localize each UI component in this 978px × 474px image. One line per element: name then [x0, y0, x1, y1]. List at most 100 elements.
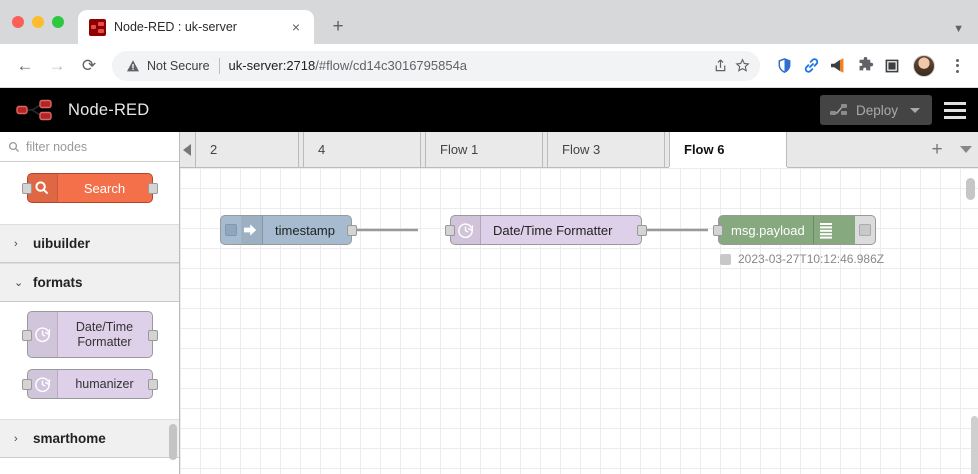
share-icon[interactable]: [710, 56, 730, 76]
square-icon[interactable]: [882, 56, 902, 76]
address-bar[interactable]: Not Secure uk-server:2718/#flow/cd14c301…: [112, 50, 760, 81]
palette-category-uibuilder[interactable]: › uibuilder: [0, 224, 179, 263]
deploy-caret-icon[interactable]: [910, 107, 920, 113]
chevron-down-icon[interactable]: ▼: [953, 23, 964, 35]
chevron-right-icon: ›: [14, 237, 18, 250]
browser-tab-title: Node-RED : uk-server: [114, 20, 237, 34]
tabbar-actions: +: [928, 132, 978, 167]
palette-node-humanizer[interactable]: humanizer: [21, 369, 158, 399]
flow-tab-flow-6[interactable]: Flow 6: [669, 132, 787, 167]
chevron-right-icon: ›: [14, 432, 18, 445]
palette-node-date-time-formatter[interactable]: Date/Time Formatter: [21, 311, 158, 358]
status-dot-icon: [720, 253, 731, 265]
tabs-scroll-left-button[interactable]: [180, 132, 195, 167]
palette-category-label: formats: [33, 275, 83, 290]
maximize-window-button[interactable]: [52, 16, 64, 28]
flow-list-caret-icon[interactable]: [960, 146, 972, 153]
flow-node-label: timestamp: [275, 222, 335, 238]
palette-node-label: humanizer: [75, 376, 134, 391]
magnifier-icon: [27, 174, 58, 202]
node-input-port[interactable]: [713, 225, 723, 236]
flow-wires: [352, 228, 708, 232]
clock-icon: [27, 312, 58, 357]
workspace: 2 4 Flow 1 Flow 3 Flow 6 +: [180, 132, 978, 474]
not-secure-warning-icon: [126, 59, 140, 73]
flow-node-date-time-formatter[interactable]: Date/Time Formatter: [445, 215, 647, 245]
flow-tabbar: 2 4 Flow 1 Flow 3 Flow 6 +: [180, 132, 978, 168]
arrow-right-icon: [237, 216, 264, 244]
puzzle-icon[interactable]: [855, 56, 875, 76]
star-icon[interactable]: [732, 56, 752, 76]
back-button[interactable]: ←: [16, 55, 34, 75]
palette-scrollbar-thumb[interactable]: [169, 424, 177, 460]
flow-tab-flow-1[interactable]: Flow 1: [425, 132, 543, 167]
flow-node-label: msg.payload: [731, 222, 805, 238]
main-menu-button[interactable]: [932, 88, 978, 132]
node-input-port[interactable]: [445, 225, 455, 236]
canvas-vertical-scrollbar[interactable]: [966, 178, 975, 200]
node-output-port: [147, 183, 158, 194]
flow-node-status: 2023-03-27T10:12:46.986Z: [720, 252, 884, 266]
debug-toggle-button[interactable]: [855, 215, 876, 245]
palette-category-label: smarthome: [33, 431, 106, 446]
palette-node-search[interactable]: Search: [21, 173, 158, 203]
chrome-menu-icon[interactable]: [946, 55, 968, 77]
node-output-port: [147, 329, 158, 341]
palette-category-label: uibuilder: [33, 236, 90, 251]
palette-filter-placeholder: filter nodes: [26, 139, 88, 154]
canvas-vertical-scrollbar-secondary[interactable]: [971, 416, 978, 474]
add-flow-button[interactable]: +: [931, 138, 943, 160]
chevron-down-icon: ⌄: [14, 277, 24, 289]
palette-category-smarthome[interactable]: › smarthome: [0, 419, 179, 458]
flow-tab-4[interactable]: 4: [303, 132, 421, 167]
node-output-port[interactable]: [637, 225, 647, 236]
flow-node-label: Date/Time Formatter: [493, 222, 613, 238]
flow-tab-flow-3[interactable]: Flow 3: [547, 132, 665, 167]
node-output-port[interactable]: [347, 225, 357, 236]
browser-tabstrip: Node-RED : uk-server × + ▼: [0, 0, 978, 44]
node-red-logo[interactable]: Node-RED: [16, 99, 149, 121]
link-icon[interactable]: [801, 56, 821, 76]
url-path: /#flow/cd14c3016795854a: [315, 58, 468, 73]
palette-scroll-area: Search › uibuilder ⌄ formats: [0, 162, 179, 474]
deploy-button[interactable]: Deploy: [819, 95, 932, 125]
palette-category-formats[interactable]: ⌄ formats: [0, 263, 179, 302]
node-input-port: [21, 183, 32, 194]
palette-sidebar: filter nodes Search ›: [0, 132, 180, 474]
avatar[interactable]: [913, 54, 935, 77]
omnibox-divider: [218, 57, 220, 74]
close-window-button[interactable]: [12, 16, 24, 28]
megaphone-icon[interactable]: [828, 56, 848, 76]
minimize-window-button[interactable]: [32, 16, 44, 28]
flow-node-inject-timestamp[interactable]: timestamp: [220, 215, 357, 245]
debug-bars-icon: [812, 216, 839, 244]
reload-button[interactable]: ⟳: [81, 55, 97, 75]
node-red-main: filter nodes Search ›: [0, 132, 978, 474]
inject-trigger-button[interactable]: [220, 215, 241, 245]
security-status-label: Not Secure: [147, 58, 210, 73]
palette-search-section: Search: [0, 162, 179, 224]
flow-canvas[interactable]: timestamp Date/Time Formatter msg.payloa…: [180, 168, 978, 474]
flow-tab-2[interactable]: 2: [195, 132, 299, 167]
close-icon[interactable]: ×: [291, 19, 301, 35]
search-icon: [8, 141, 20, 153]
deploy-icon: [829, 103, 848, 117]
flow-node-status-label: 2023-03-27T10:12:46.986Z: [738, 252, 885, 266]
extension-icons: [768, 54, 968, 77]
shield-icon[interactable]: [774, 56, 794, 76]
omnibox-actions: [710, 56, 752, 76]
palette-filter[interactable]: filter nodes: [0, 132, 179, 162]
node-output-port: [147, 379, 158, 390]
node-red-brand-label: Node-RED: [68, 100, 150, 119]
palette-node-label: Search: [83, 180, 126, 196]
forward-button[interactable]: →: [48, 55, 66, 75]
new-tab-button[interactable]: +: [332, 16, 344, 37]
node-red-mark-icon: [16, 99, 58, 121]
node-red-favicon-icon: [89, 18, 106, 36]
node-red-header: Node-RED Deploy: [0, 88, 978, 132]
clock-icon: [451, 216, 481, 244]
browser-tab[interactable]: Node-RED : uk-server ×: [78, 10, 314, 44]
flow-node-debug[interactable]: msg.payload: [713, 215, 876, 245]
deploy-label: Deploy: [855, 102, 898, 118]
